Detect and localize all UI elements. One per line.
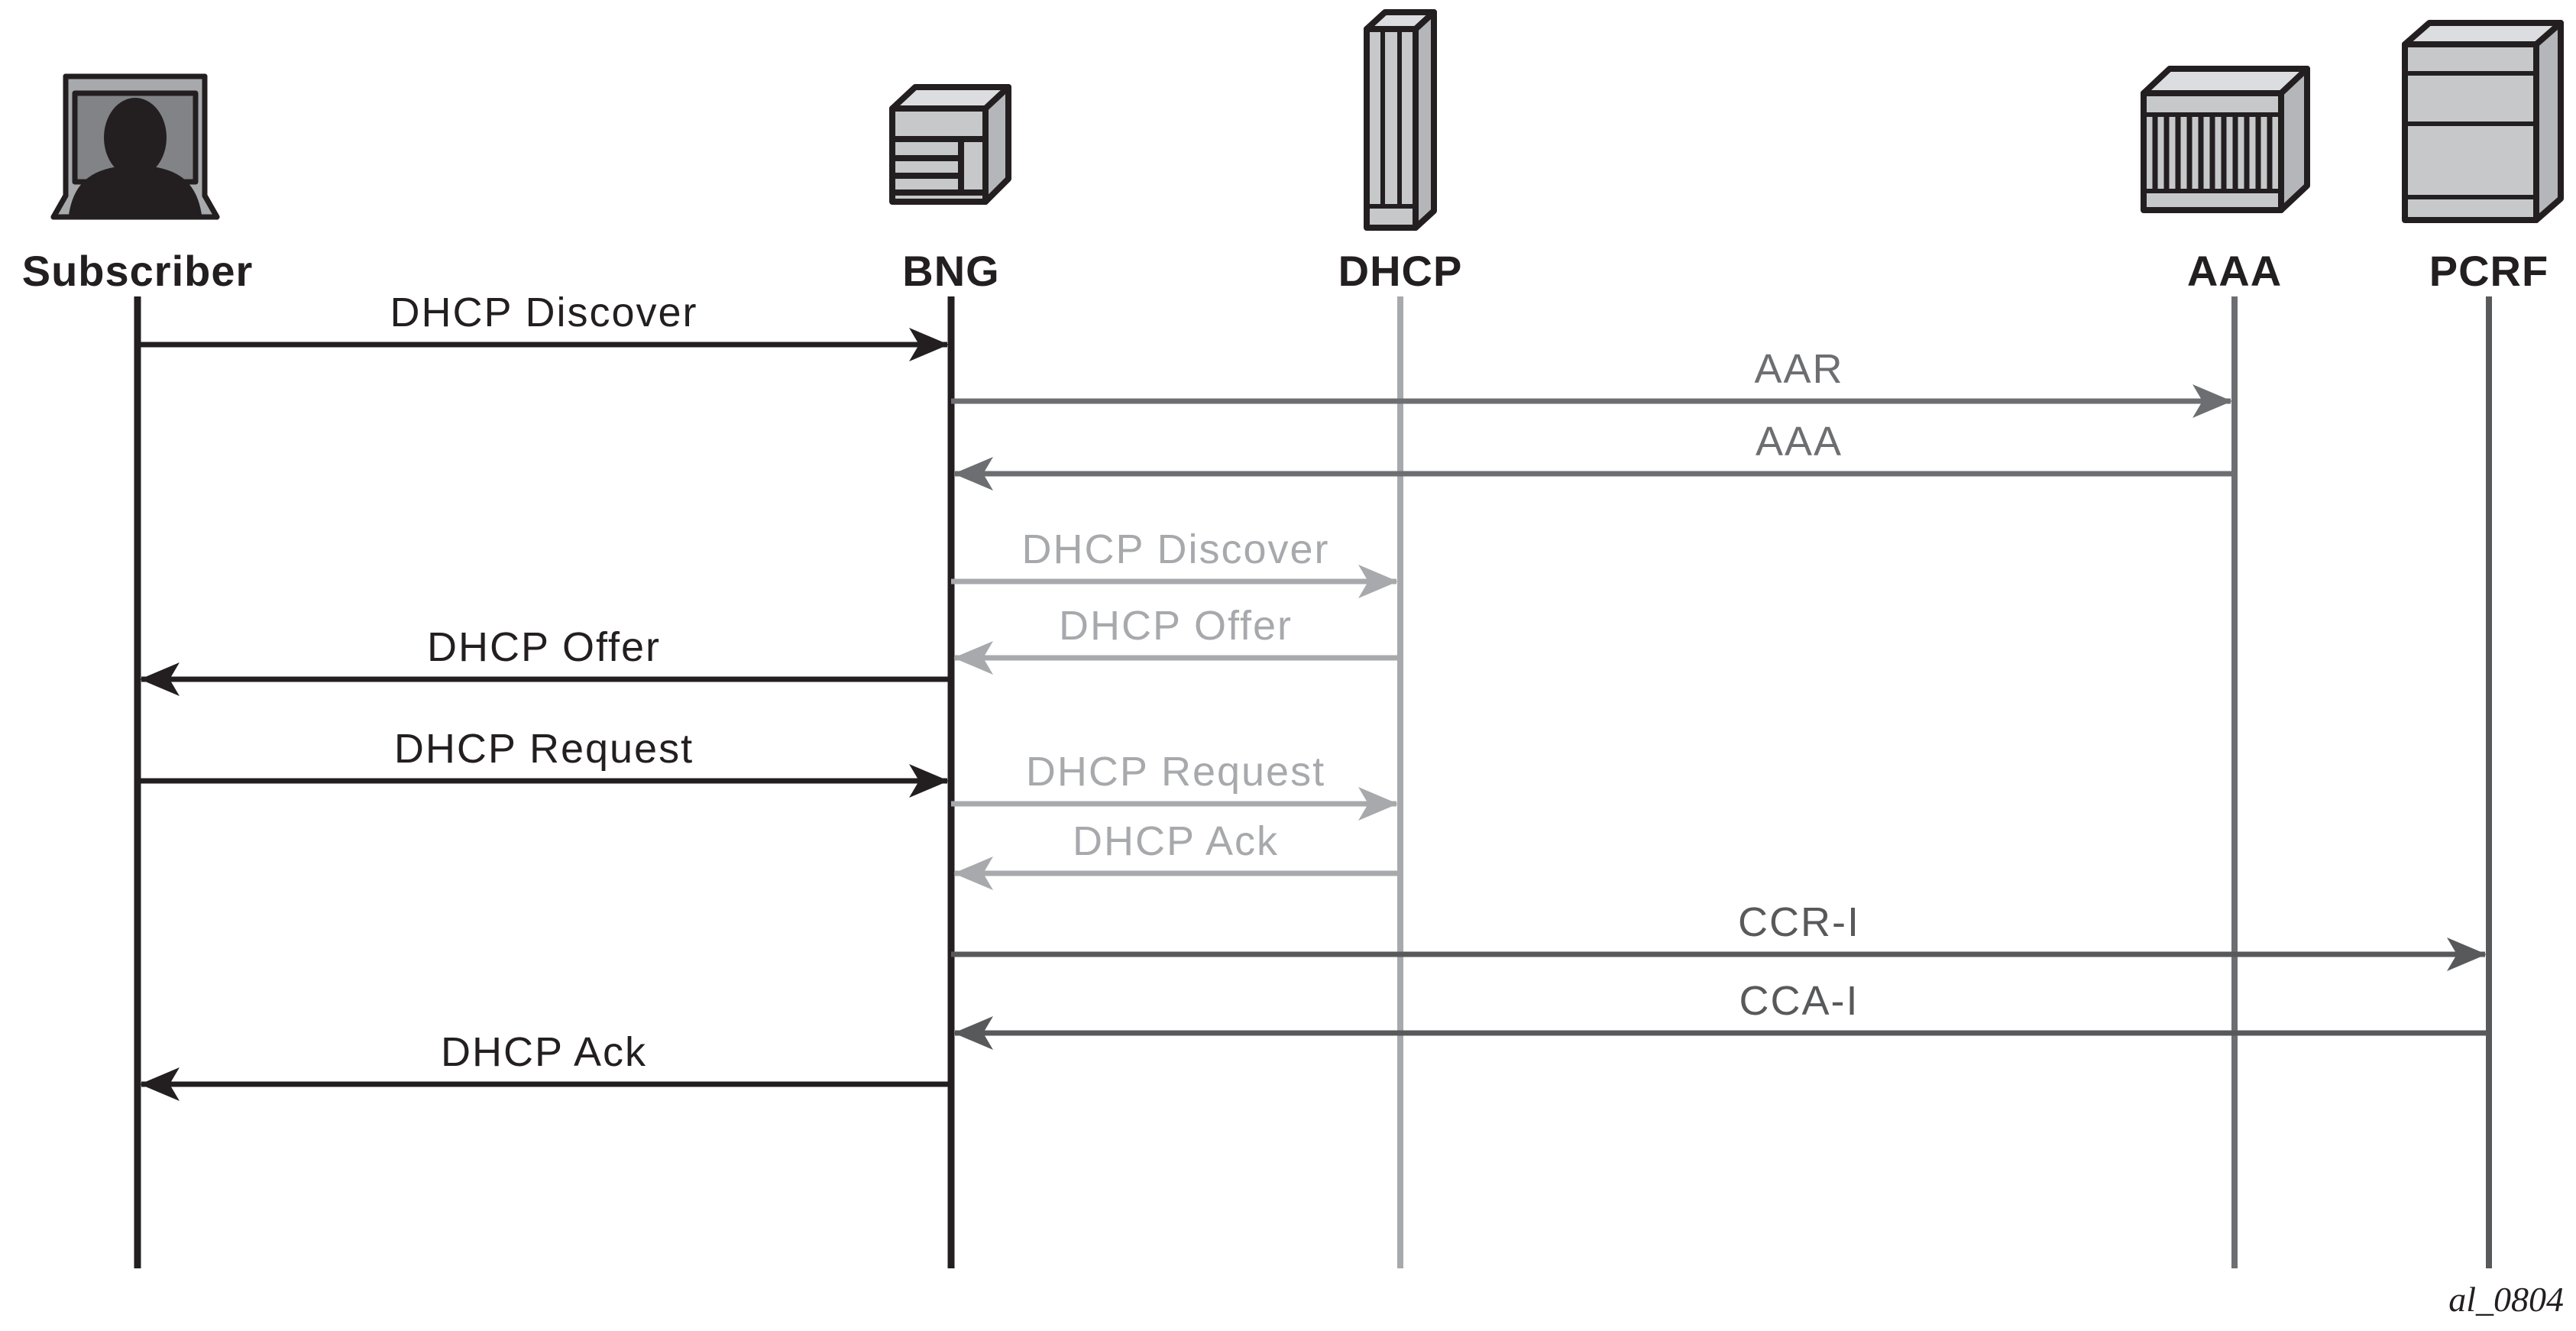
router-icon — [889, 84, 1011, 205]
figure-id: al_0804 — [2448, 1280, 2564, 1319]
message-label-3: AAA — [1756, 419, 1843, 465]
actor-label-bng: BNG — [902, 247, 999, 295]
tower-server-icon — [1364, 9, 1437, 231]
message-label-2: AAR — [1754, 346, 1843, 392]
message-label-6: DHCP Offer — [427, 624, 661, 670]
chassis-icon — [2141, 66, 2310, 213]
message-label-5: DHCP Offer — [1059, 603, 1293, 649]
actor-label-aaa: AAA — [2187, 247, 2282, 295]
message-label-4: DHCP Discover — [1021, 526, 1329, 572]
message-label-7: DHCP Request — [394, 726, 694, 772]
message-label-10: CCR-I — [1738, 899, 1860, 945]
message-label-8: DHCP Request — [1026, 749, 1325, 795]
subscriber-person-icon — [50, 73, 220, 220]
message-label-12: DHCP Ack — [441, 1029, 647, 1075]
actor-label-dhcp: DHCP — [1338, 247, 1463, 295]
message-label-1: DHCP Discover — [390, 290, 697, 335]
server-icon — [2402, 20, 2564, 223]
actor-label-pcrf: PCRF — [2429, 247, 2548, 295]
message-label-11: CCA-I — [1739, 978, 1859, 1024]
actor-label-subscriber: Subscriber — [22, 247, 254, 295]
message-label-9: DHCP Ack — [1073, 818, 1279, 864]
